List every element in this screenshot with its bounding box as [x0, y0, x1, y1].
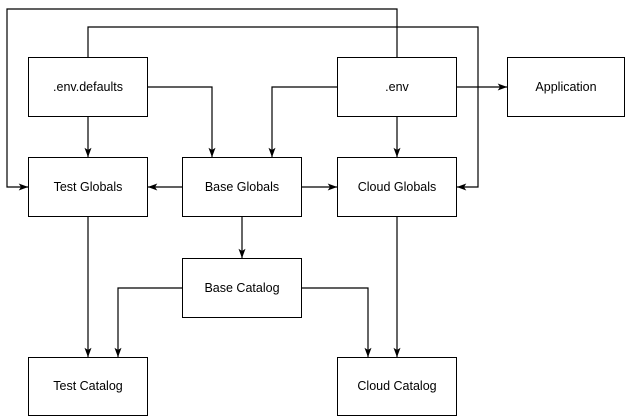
node-label: Test Catalog [53, 379, 123, 393]
node-env: .env [337, 57, 457, 117]
edge-env-to-base-globals [268, 86, 337, 158]
node-label: Cloud Catalog [357, 379, 437, 393]
node-cloud-catalog: Cloud Catalog [337, 357, 457, 416]
node-label: .env.defaults [53, 79, 123, 94]
node-label: Cloud Globals [357, 179, 437, 194]
node-label: Application [535, 79, 597, 94]
node-test-catalog: Test Catalog [28, 357, 148, 416]
edges-group [6, 8, 508, 358]
node-base-catalog: Base Catalog [182, 258, 302, 318]
node-label: Base Globals [204, 179, 280, 194]
edge-env-defaults-to-base-globals [148, 86, 216, 158]
node-cloud-globals: Cloud Globals [337, 157, 457, 217]
node-label: .env [385, 79, 409, 94]
edge-base-catalog-to-cloud-catalog [302, 287, 372, 358]
node-env-defaults: .env.defaults [28, 57, 148, 117]
node-base-globals: Base Globals [182, 157, 302, 217]
edge-base-catalog-to-test-catalog [114, 287, 182, 358]
edge-env-to-test-globals [6, 8, 398, 191]
node-application: Application [507, 57, 625, 117]
node-test-globals: Test Globals [28, 157, 148, 217]
node-label: Base Catalog [204, 280, 280, 295]
edge-env-defaults-to-cloud-globals [87, 26, 479, 191]
node-label: Test Globals [53, 179, 123, 194]
